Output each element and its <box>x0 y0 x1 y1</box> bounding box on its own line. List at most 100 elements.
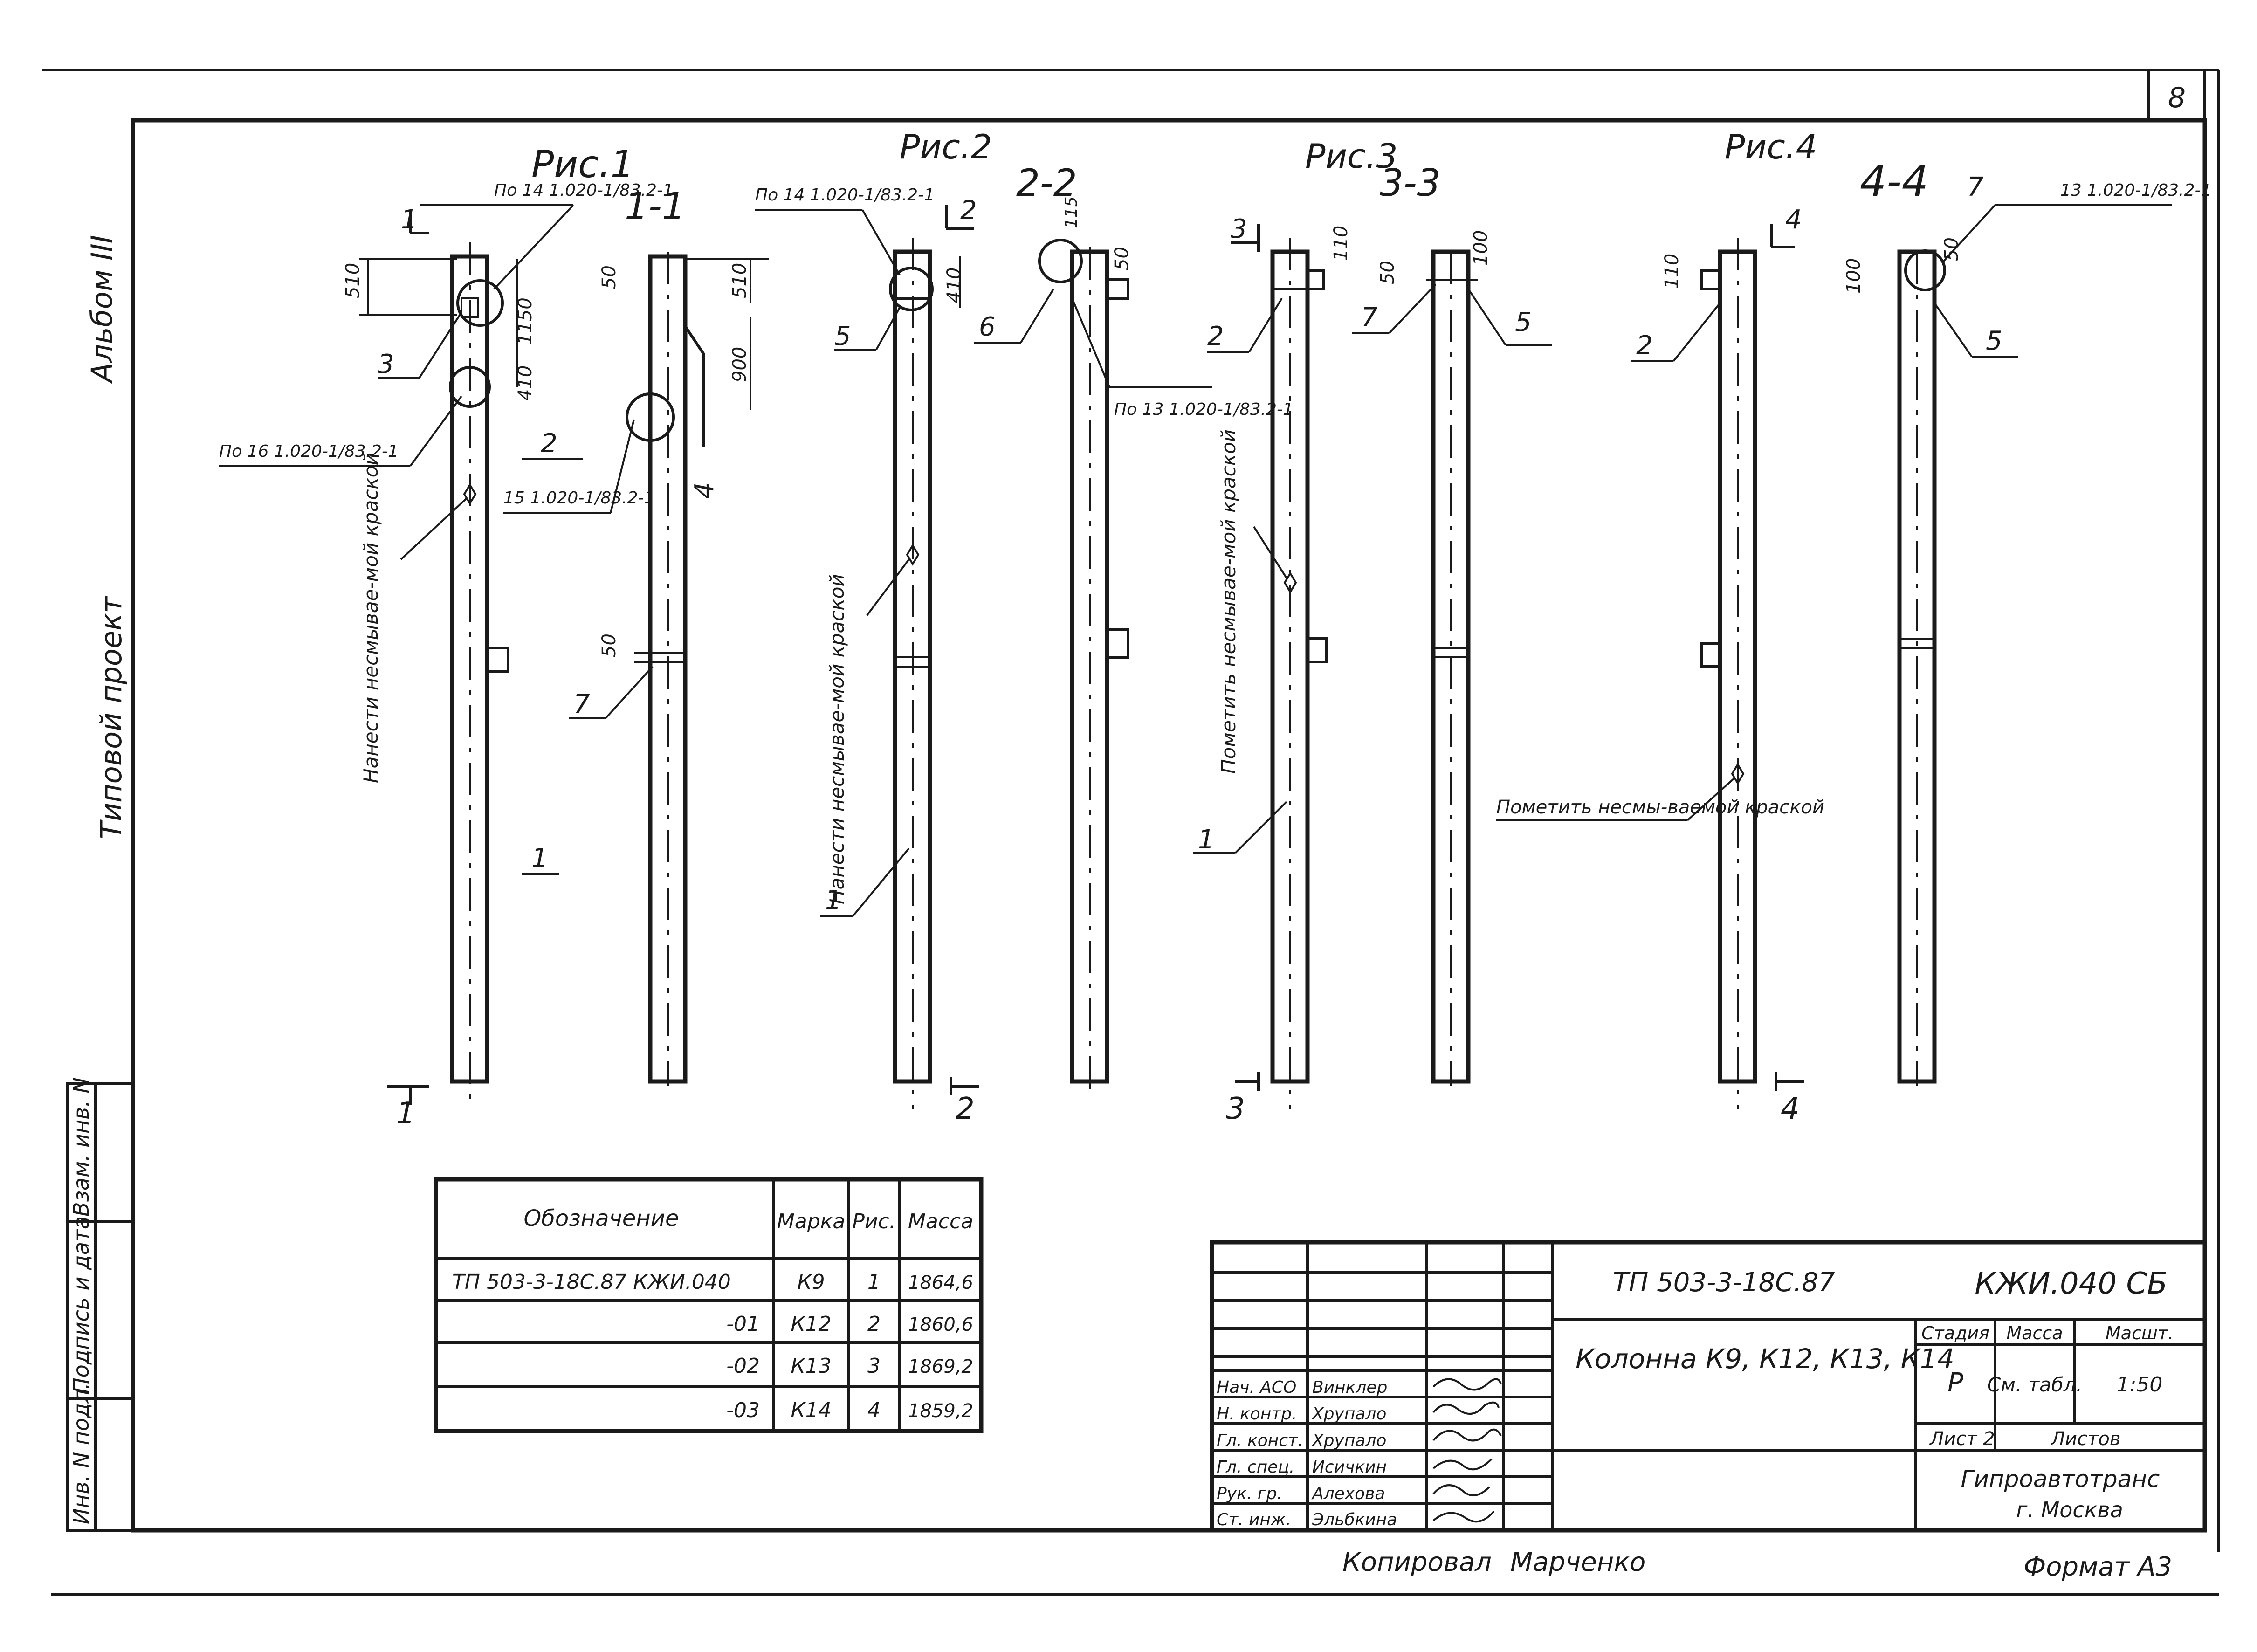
replace-inv-label: Взам. инв. N <box>69 1077 94 1217</box>
title-block: ТП 503-3-18С.87 КЖИ.040 СБ Колонна К9, К… <box>1210 1240 2207 1533</box>
spec-header-designation: Обозначение <box>523 1205 679 1232</box>
fig4-annotations: 13 1.020-1/83.2-1 110 100 50 Пометить не… <box>1496 172 2211 821</box>
fig1-annotations: По 14 1.020-1/83.2-1 По 16 1.020-1/83.2-… <box>219 181 769 875</box>
svg-text:13 1.020-1/83.2-1: 13 1.020-1/83.2-1 <box>2060 181 2211 200</box>
section-4-4-view <box>1897 249 1946 1086</box>
svg-text:1: 1 <box>531 843 548 874</box>
signatures <box>1432 1378 1502 1523</box>
scale-label: Масшт. <box>2106 1323 2174 1343</box>
svg-text:100: 100 <box>1470 230 1492 266</box>
fig1-title: Рис.1 <box>531 143 634 186</box>
staff-role-3: Гл. конст. <box>1217 1431 1303 1450</box>
svg-text:50: 50 <box>599 265 620 289</box>
svg-text:2: 2 <box>541 428 557 459</box>
svg-text:1: 1 <box>401 205 418 235</box>
svg-text:100: 100 <box>1843 258 1865 294</box>
svg-text:3: 3 <box>1231 214 1247 244</box>
svg-text:2: 2 <box>1207 321 1224 351</box>
svg-text:К12: К12 <box>791 1312 831 1336</box>
svg-text:1859,2: 1859,2 <box>908 1400 973 1422</box>
fig3-title: Рис.3 <box>1305 137 1398 176</box>
svg-text:5: 5 <box>1515 307 1532 337</box>
svg-text:1864,6: 1864,6 <box>908 1272 973 1294</box>
svg-text:15 1.020-1/83.2-1: 15 1.020-1/83.2-1 <box>503 489 654 508</box>
svg-text:4: 4 <box>1781 1092 1800 1126</box>
staff-name-3: Хрупало <box>1311 1431 1386 1450</box>
svg-text:410: 410 <box>515 365 536 401</box>
section-mark-4: 4 4 <box>1770 205 1804 1126</box>
svg-text:По 13 1.020-1/83.2-1: По 13 1.020-1/83.2-1 <box>1114 400 1294 419</box>
svg-text:4: 4 <box>867 1398 881 1422</box>
svg-text:По 14 1.020-1/83.2-1: По 14 1.020-1/83.2-1 <box>494 181 674 200</box>
svg-text:510: 510 <box>342 263 364 298</box>
svg-text:1: 1 <box>825 885 842 915</box>
staff-name-4: Исичкин <box>1312 1458 1387 1477</box>
section-3-3-view <box>1426 249 1478 1086</box>
section-mark-3: 3 3 <box>1226 214 1260 1126</box>
section-mark-2: 2 2 <box>945 195 979 1126</box>
doc-code: КЖИ.040 СБ <box>1975 1267 2168 1301</box>
staff-role-5: Рук. гр. <box>1217 1484 1282 1503</box>
sheet-number-box <box>2147 69 2206 122</box>
spec-header-fig: Рис. <box>852 1210 895 1233</box>
svg-text:510: 510 <box>729 263 750 298</box>
column-k12-elevation <box>889 238 934 1109</box>
spec-row-1-code: ТП 503-3-18С.87 КЖИ.040 <box>452 1270 731 1294</box>
spec-header-mark: Марка <box>777 1210 845 1233</box>
svg-text:По 14 1.020-1/83.2-1: По 14 1.020-1/83.2-1 <box>755 186 935 205</box>
svg-text:2: 2 <box>956 1092 975 1126</box>
fig3-annotations: 110 50 100 Пометить несмывае-мой краской… <box>1193 226 1552 855</box>
left-stamp-column <box>66 1082 134 1532</box>
svg-text:110: 110 <box>1661 254 1683 289</box>
svg-text:4: 4 <box>689 482 720 499</box>
staff-name-2: Хрупало <box>1311 1404 1386 1424</box>
section-mark-1: 1 1 <box>387 205 429 1131</box>
svg-text:К13: К13 <box>791 1354 831 1378</box>
svg-text:По 16 1.020-1/83.2-1: По 16 1.020-1/83.2-1 <box>219 442 399 461</box>
spec-row-2-code: -01 <box>726 1312 760 1336</box>
stage-label: Стадия <box>1921 1323 1989 1343</box>
section-4-title: 4-4 <box>1860 157 1928 206</box>
svg-text:Пометить несмы-ваемой краской: Пометить несмы-ваемой краской <box>1496 797 1824 818</box>
svg-text:50: 50 <box>1111 247 1133 270</box>
section-1-1-view <box>626 252 705 1086</box>
svg-text:Пометить несмывае-мой краской: Пометить несмывае-мой краской <box>1217 429 1240 774</box>
svg-text:Нанести несмывае-мой краской: Нанести несмывае-мой краской <box>826 574 848 904</box>
section-2-title: 2-2 <box>1016 161 1077 205</box>
staff-name-1: Винклер <box>1312 1378 1387 1397</box>
inv-no-label: Инв. N подл. <box>69 1383 94 1524</box>
svg-text:6: 6 <box>979 312 996 342</box>
section-2-2-view <box>1038 239 1129 1091</box>
fig2-annotations: По 14 1.020-1/83.2-1 По 13 1.020-1/83.2-… <box>755 186 1294 917</box>
scale-value: 1:50 <box>2117 1373 2163 1397</box>
column-k13-elevation <box>1270 238 1328 1109</box>
svg-text:3: 3 <box>1226 1092 1245 1126</box>
project-label: Типовой проект <box>94 595 128 839</box>
svg-text:7: 7 <box>573 689 590 720</box>
svg-text:1: 1 <box>1198 825 1215 855</box>
spec-row-4-code: -03 <box>726 1398 760 1422</box>
fig4-title: Рис.4 <box>1725 127 1817 166</box>
svg-text:1: 1 <box>396 1096 415 1131</box>
svg-text:50: 50 <box>1941 237 1962 261</box>
spec-header-mass: Масса <box>908 1210 973 1233</box>
format-label: Формат А3 <box>2023 1552 2172 1582</box>
svg-text:5: 5 <box>834 321 851 351</box>
city: г. Москва <box>2016 1497 2123 1522</box>
svg-text:3: 3 <box>378 349 394 379</box>
album-label: Альбом III <box>85 235 119 384</box>
staff-name-5: Алехова <box>1311 1484 1385 1503</box>
specification-table: Обозначение Марка Рис. Масса ТП 503-3-18… <box>434 1177 984 1433</box>
svg-text:410: 410 <box>943 268 965 303</box>
spec-row-3-code: -02 <box>726 1354 760 1378</box>
copied-by: Марченко <box>1510 1547 1645 1577</box>
mass-value: См. табл. <box>1987 1373 2082 1396</box>
sheet-label: Лист 2 <box>1929 1428 1995 1450</box>
svg-text:К14: К14 <box>791 1398 831 1422</box>
sheet-number: 8 <box>2168 82 2186 114</box>
staff-role-4: Гл. спец. <box>1217 1458 1294 1477</box>
svg-text:1869,2: 1869,2 <box>908 1356 973 1377</box>
drawing-frame <box>131 118 2207 1533</box>
staff-name-6: Эльбкина <box>1312 1510 1397 1529</box>
